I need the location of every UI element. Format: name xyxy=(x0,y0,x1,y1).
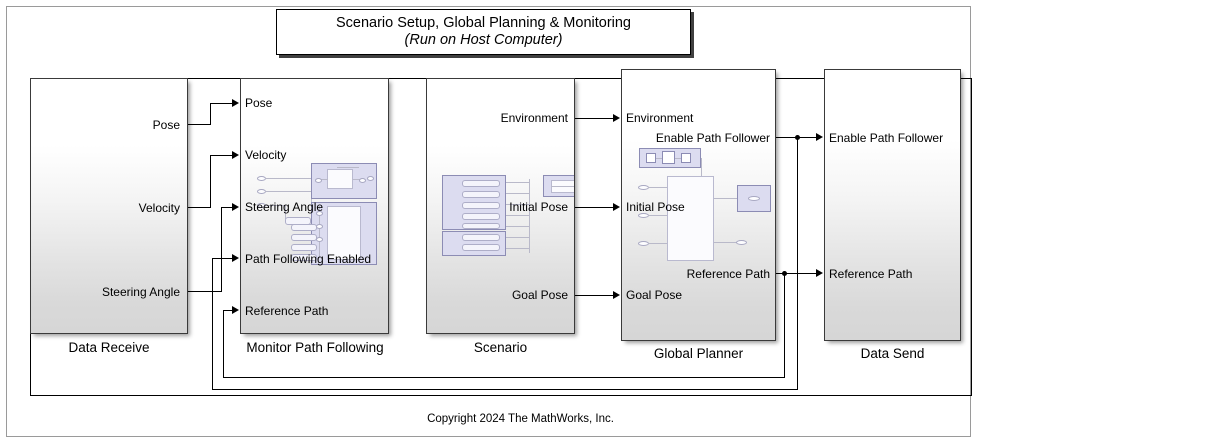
block-label-data-send: Data Send xyxy=(860,346,925,361)
wire-enable-path-follower-arrow xyxy=(816,132,823,141)
port-in-global-planner-initial-pose: Initial Pose xyxy=(626,200,685,214)
block-data-receive[interactable] xyxy=(30,78,188,334)
wire-fb-refpath-seg3 xyxy=(223,310,224,378)
port-out-scenario-environment: Environment xyxy=(500,111,568,125)
wire-fb-enable-arrow xyxy=(232,253,239,262)
title-annotation: Scenario Setup, Global Planning & Monito… xyxy=(276,9,691,55)
wire-pose-seg2 xyxy=(210,103,211,125)
wire-fb-enable-seg2 xyxy=(212,389,798,390)
wire-fb-refpath-seg1 xyxy=(784,273,785,377)
port-out-global-planner-reference-path: Reference Path xyxy=(686,267,770,281)
port-in-monitor-reference-path: Reference Path xyxy=(245,304,329,318)
port-out-scenario-initial-pose: Initial Pose xyxy=(509,200,568,214)
port-in-data-send-reference-path: Reference Path xyxy=(829,267,913,281)
block-label-scenario: Scenario xyxy=(473,340,528,355)
port-in-global-planner-environment: Environment xyxy=(626,111,694,125)
port-out-data-receive-velocity: Velocity xyxy=(138,201,180,215)
block-label-data-receive: Data Receive xyxy=(68,340,150,355)
wire-velocity-seg3 xyxy=(210,155,232,156)
port-in-global-planner-goal-pose: Goal Pose xyxy=(626,288,683,302)
wire-steering-seg1 xyxy=(188,291,221,292)
block-label-monitor-path-following: Monitor Path Following xyxy=(246,340,384,355)
wire-velocity-seg2 xyxy=(210,155,211,208)
port-in-monitor-pose: Pose xyxy=(245,96,273,110)
wire-fb-refpath-arrow xyxy=(232,305,239,314)
port-out-global-planner-enable-path-follower: Enable Path Follower xyxy=(655,131,770,145)
wire-environment-arrow xyxy=(613,113,620,122)
port-out-scenario-goal-pose: Goal Pose xyxy=(511,288,568,302)
wire-steering-seg3 xyxy=(221,207,232,208)
wire-velocity-seg1 xyxy=(188,207,210,208)
port-in-data-send-enable-path-follower: Enable Path Follower xyxy=(829,131,944,145)
wire-goal-pose-arrow xyxy=(613,290,620,299)
wire-fb-enable-seg3 xyxy=(212,258,213,390)
port-in-monitor-velocity: Velocity xyxy=(245,148,287,162)
copyright-text: Copyright 2024 The MathWorks, Inc. xyxy=(427,413,614,425)
wire-velocity-arrow xyxy=(232,150,239,159)
wire-pose-seg1 xyxy=(188,124,210,125)
wire-reference-path-arrow xyxy=(816,268,823,277)
wire-goal-pose xyxy=(575,295,613,296)
wire-fb-enable-seg1 xyxy=(797,137,798,389)
wire-fb-enable-seg4 xyxy=(212,258,232,259)
wire-initial-pose-arrow xyxy=(613,202,620,211)
port-out-data-receive-pose: Pose xyxy=(152,118,180,132)
wire-pose-seg3 xyxy=(210,103,232,104)
title-line-1: Scenario Setup, Global Planning & Monito… xyxy=(335,15,631,32)
port-in-monitor-steering-angle: Steering Angle xyxy=(245,200,324,214)
block-label-global-planner: Global Planner xyxy=(653,346,744,361)
title-line-2: (Run on Host Computer) xyxy=(404,32,563,48)
wire-fb-refpath-seg4 xyxy=(223,310,232,311)
port-out-data-receive-steering-angle: Steering Angle xyxy=(101,285,180,299)
wire-initial-pose xyxy=(575,207,613,208)
wire-environment xyxy=(575,118,613,119)
wire-fb-refpath-seg2 xyxy=(223,377,785,378)
wire-steering-arrow xyxy=(232,202,239,211)
wire-steering-seg2 xyxy=(221,207,222,292)
wire-pose-arrow xyxy=(232,98,239,107)
block-data-send[interactable] xyxy=(824,69,961,341)
port-in-monitor-path-following-enabled: Path Following Enabled xyxy=(245,252,372,266)
wire-reference-path-main xyxy=(776,273,816,274)
